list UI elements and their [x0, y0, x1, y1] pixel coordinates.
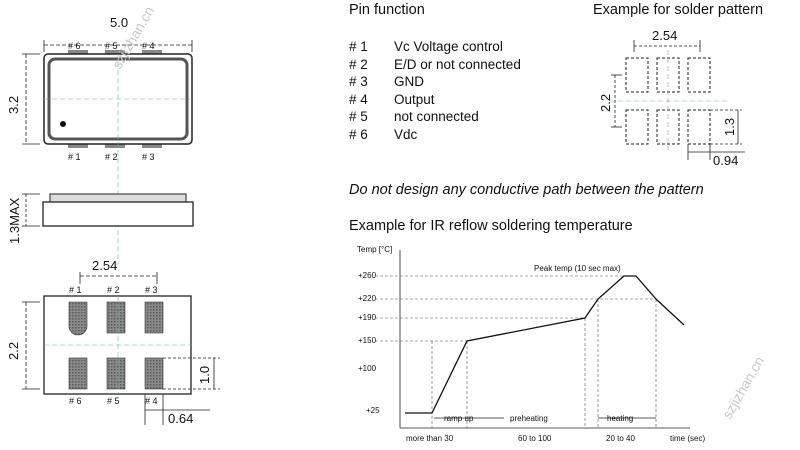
- reflow-guide-lines: [375, 275, 657, 428]
- solder-pad-bottom-3: [687, 109, 711, 145]
- pin-row: # 2 E/D or not connected: [349, 56, 521, 74]
- reflow-profile-line: [405, 275, 685, 414]
- reflow-x-axis-label: time (sec): [670, 434, 705, 443]
- footprint-pad-6: [68, 357, 88, 390]
- pin-number: # 4: [349, 91, 368, 107]
- pin-list: # 1 Vc Voltage control # 2 E/D or not conn…: [349, 38, 521, 144]
- footprint-pitch-label: 2.54: [92, 258, 117, 273]
- pin-number: # 2: [349, 56, 368, 72]
- solder-pad-length-label: 1.3: [722, 118, 737, 136]
- watermark-bottom: szjizhan.cn: [719, 354, 767, 422]
- footprint-pad-width-label: 0.64: [168, 411, 193, 426]
- pin-row: # 1 Vc Voltage control: [349, 38, 521, 56]
- phase-ramp-up: ramp up: [444, 414, 474, 423]
- footprint-pad-3: [144, 301, 164, 334]
- pin-number: # 1: [349, 39, 368, 54]
- design-warning: Do not design any conductive path betwee…: [349, 182, 704, 198]
- reflow-ytick-150: +150: [358, 336, 377, 345]
- pin-number: # 3: [349, 74, 368, 90]
- pin-description: E/D or not connected: [394, 56, 521, 72]
- reflow-ytick-220: +220: [358, 294, 377, 303]
- side-body: [42, 201, 194, 227]
- pin-description: Vdc: [394, 126, 418, 142]
- package-width-label: 5.0: [110, 15, 128, 30]
- pin-row: # 4 Output: [349, 91, 521, 109]
- solder-pad-top-1: [625, 57, 649, 93]
- solder-pad-top-3: [687, 57, 711, 93]
- solder-pad-width-label: 0.94: [713, 153, 738, 168]
- reflow-ytick-25: +25: [366, 406, 380, 415]
- pin-function-heading: Pin function: [349, 2, 425, 18]
- reflow-heading: Example for IR reflow soldering temperat…: [349, 218, 633, 234]
- solder-row-span-label: 2.2: [598, 94, 613, 112]
- pin-number: # 5: [349, 109, 368, 125]
- footprint-pad-length-label: 1.0: [197, 366, 212, 384]
- footprint-bottom-pin-4: # 4: [145, 396, 158, 406]
- package-top-pin-5: # 5: [105, 41, 118, 51]
- reflow-ytick-100: +100: [358, 364, 377, 373]
- footprint-pad-2: [106, 301, 126, 334]
- footprint-pad-1: [68, 301, 88, 336]
- pin1-marker: [60, 121, 66, 127]
- package-top-view: 5.0 # 6 # 5 # 4 # 1 # 2 # 3 3.2: [6, 15, 193, 265]
- reflow-y-axis-label: Temp [°C]: [357, 245, 392, 254]
- pin-row: # 6 Vdc: [349, 126, 521, 144]
- package-bottom-pin-2: # 2: [105, 152, 118, 162]
- package-thickness-label: 1.3MAX: [7, 197, 22, 244]
- pin-description: GND: [394, 74, 424, 90]
- solder-pattern-heading: Example for solder pattern: [593, 2, 764, 18]
- pin-description: Vc Voltage control: [394, 39, 503, 54]
- package-top-pin-4: # 4: [142, 41, 155, 51]
- footprint-pad-5: [106, 357, 126, 390]
- solder-pad-bottom-1: [625, 109, 649, 145]
- package-height-label: 3.2: [6, 96, 21, 114]
- reflow-chart: Temp [°C] +260 +220 +190 +150 +100 +25 P…: [357, 245, 705, 443]
- package-bottom-pin-1: # 1: [68, 152, 81, 162]
- phase-heating: heating: [607, 414, 633, 423]
- package-side-view: 1.3MAX: [7, 193, 194, 244]
- duration-heating: 20 to 40: [606, 434, 635, 443]
- footprint-top-pin-2: # 2: [107, 285, 120, 295]
- footprint-top-pin-3: # 3: [145, 285, 158, 295]
- pin-row: # 3 GND: [349, 73, 521, 91]
- solder-pitch-label: 2.54: [652, 28, 677, 43]
- pin-row: # 5 not connected: [349, 108, 521, 126]
- footprint-top-pin-1: # 1: [69, 285, 82, 295]
- footprint-row-span-label: 2.2: [6, 342, 21, 360]
- package-top-pin-6: # 6: [68, 41, 81, 51]
- footprint-pad-4: [144, 357, 164, 390]
- duration-ramp-up: more than 30: [406, 434, 454, 443]
- pin-description: not connected: [394, 109, 479, 125]
- reflow-peak-label: Peak temp (10 sec max): [534, 264, 621, 273]
- footprint-bottom-pin-5: # 5: [107, 396, 120, 406]
- pin-number: # 6: [349, 126, 368, 142]
- reflow-ytick-260: +260: [358, 271, 377, 280]
- duration-preheating: 60 to 100: [518, 434, 552, 443]
- phase-preheating: preheating: [510, 414, 548, 423]
- reflow-ytick-190: +190: [358, 313, 377, 322]
- footprint-bottom-pin-6: # 6: [69, 396, 82, 406]
- pin-description: Output: [394, 91, 435, 107]
- footprint-bottom-view: 2.54 # 1 # 2 # 3 # 6 # 5 # 4 2.2 1.0 0.6…: [6, 258, 220, 426]
- package-bottom-pin-3: # 3: [142, 152, 155, 162]
- solder-pattern: 2.54 2.2 1.3 0.94: [598, 28, 745, 168]
